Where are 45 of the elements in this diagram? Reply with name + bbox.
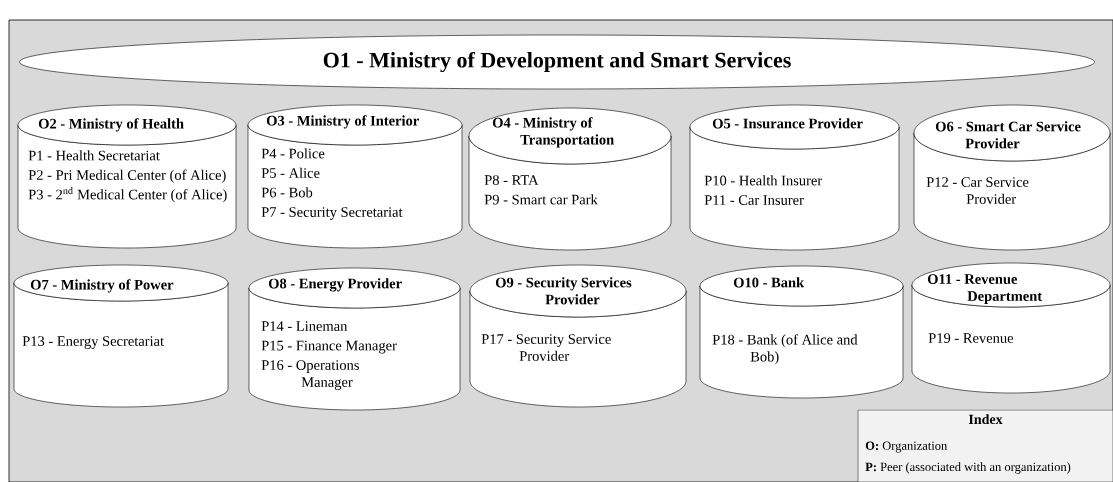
cylinder (247, 104, 463, 249)
peer-entry: P8 - RTA (484, 175, 539, 185)
peer-entry: P15 - Finance Manager (261, 340, 397, 354)
cylinder (17, 104, 237, 249)
peer-entry: P16 - Operations Manager (261, 360, 359, 390)
peer-entry: P4 - Police (261, 148, 325, 159)
peer-entry: P5 - Alice (261, 167, 320, 178)
peer-entry: P9 - Smart car Park (484, 194, 598, 205)
peer-entry: P18 - Bank (of Alice and Bob) (712, 334, 858, 365)
cylinder (913, 104, 1111, 251)
cylinder-title: O2 - Ministry of Health (38, 118, 184, 132)
peer-entry: P13 - Energy Secretariat (22, 336, 164, 349)
peer-entry: P7 - Security Secretariat (261, 207, 403, 220)
cylinder (468, 107, 672, 251)
peer-entry: P10 - Health Insurer (704, 175, 823, 186)
oval-banner (19, 34, 1095, 90)
cylinder-title: O11 - Revenue Department (927, 274, 1043, 304)
cylinder-title: O6 - Smart Car Service Provider (935, 121, 1081, 149)
index-entry: O: Organization (865, 441, 948, 453)
cylinder (248, 267, 461, 411)
cylinder-title: O3 - Ministry of Interior (266, 115, 419, 129)
peer-entry: P17 - Security Service Provider (481, 334, 611, 361)
peer-entry: P6 - Bob (261, 187, 313, 198)
cylinder-title: O5 - Insurance Provider (712, 118, 863, 129)
index-entry: P: Peer (associated with an organization) (865, 462, 1071, 474)
peer-entry: P14 - Lineman (261, 321, 348, 331)
cylinder (469, 264, 687, 408)
peer-entry: P19 - Revenue (928, 333, 1014, 343)
index-title: Index (968, 414, 1003, 425)
index-box (857, 409, 1113, 482)
cylinder-title: O10 - Bank (733, 277, 805, 288)
cylinder-title: O7 - Ministry of Power (30, 279, 174, 293)
cylinder (699, 265, 904, 399)
cylinder-title: O9 - Security Services Provider (495, 277, 632, 305)
peer-entry: P2 - Pri Medical Center (of Alice) (28, 169, 226, 183)
banner-title: O1 - Ministry of Development and Smart Services (323, 51, 791, 73)
cylinder (689, 104, 900, 251)
peer-entry: P12 - Car Service Provider (926, 177, 1029, 204)
cylinder-title: O8 - Energy Provider (268, 278, 402, 292)
peer-entry: P11 - Car Insurer (704, 195, 804, 205)
cylinder (13, 264, 229, 408)
cylinder (911, 262, 1111, 394)
peer-entry: P1 - Health Secretariat (28, 150, 160, 161)
peer-entry: P3 - 2$^{nd}$ Medical Center (of Alice) (28, 187, 227, 203)
cylinder-title: O4 - Ministry of Transportation (492, 117, 614, 148)
